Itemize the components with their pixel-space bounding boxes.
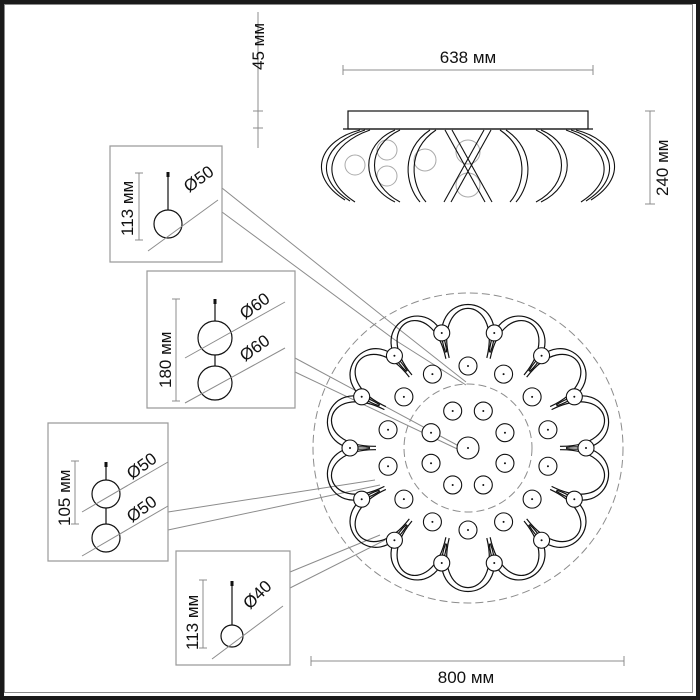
side-view-lamp <box>320 110 616 203</box>
callout-box-3: 105 мм Ø50 Ø50 <box>47 422 169 562</box>
callout-1-bulb <box>153 209 183 239</box>
outer-diameter-circle <box>312 292 624 604</box>
callout-box-4: 113 мм Ø40 <box>175 550 291 666</box>
side-height-dimension: 240 мм <box>645 110 672 205</box>
inner-ring-circle <box>403 383 533 513</box>
side-width-label: 638 мм <box>440 48 496 67</box>
plate-height-dimension: 45 мм <box>249 12 268 148</box>
top-diameter-dimension: 800 мм <box>310 656 625 687</box>
callout-4-height-label: 113 мм <box>183 595 202 650</box>
side-width-dimension: 638 мм <box>342 48 594 75</box>
callout-box-2: 180 мм Ø60 Ø60 <box>146 270 296 409</box>
callout-box-1: 113 мм Ø50 <box>109 145 223 263</box>
callout-3-height-label: 105 мм <box>55 470 74 526</box>
page-frame-inner <box>4 4 693 693</box>
top-view-lamp <box>312 292 624 604</box>
side-height-label: 240 мм <box>653 140 672 196</box>
top-diameter-label: 800 мм <box>438 668 494 687</box>
callout-2-height-label: 180 мм <box>156 332 175 388</box>
plate-height-label: 45 мм <box>249 23 268 70</box>
callout-1-height-label: 113 мм <box>118 181 137 236</box>
